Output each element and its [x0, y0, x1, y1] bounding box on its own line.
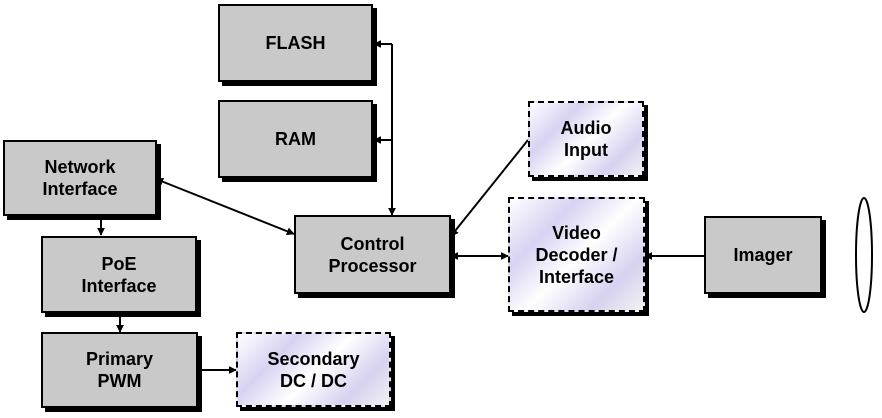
control-processor-block: Control Processor	[294, 215, 451, 294]
imager-label: Imager	[733, 245, 793, 265]
flash-label: FLASH	[265, 33, 326, 53]
poe-interface-block: PoE Interface	[41, 236, 197, 313]
video-decoder-block: Video Decoder / Interface	[508, 197, 645, 312]
network-interface-label: Network Interface	[42, 157, 118, 199]
audio-input-block: Audio Input	[528, 101, 644, 177]
secondary-dcdc-block: Secondary DC / DC	[236, 332, 391, 407]
primary-pwm-block: Primary PWM	[41, 332, 198, 408]
audio-input-label: Audio Input	[560, 118, 612, 160]
flash-block: FLASH	[218, 4, 373, 82]
imager-block: Imager	[704, 216, 822, 294]
video-decoder-label: Video Decoder / Interface	[535, 222, 618, 287]
network-interface-block: Network Interface	[3, 140, 157, 216]
ram-block: RAM	[218, 100, 373, 178]
primary-pwm-label: Primary PWM	[85, 349, 154, 391]
ram-label: RAM	[275, 129, 316, 149]
secondary-dcdc-label: Secondary DC / DC	[267, 348, 360, 391]
arrow-network-control	[155, 177, 295, 236]
poe-interface-label: PoE Interface	[81, 253, 157, 296]
control-processor-label: Control Processor	[328, 233, 417, 276]
arrow-audio-control	[450, 139, 529, 237]
lens-icon	[855, 197, 873, 313]
